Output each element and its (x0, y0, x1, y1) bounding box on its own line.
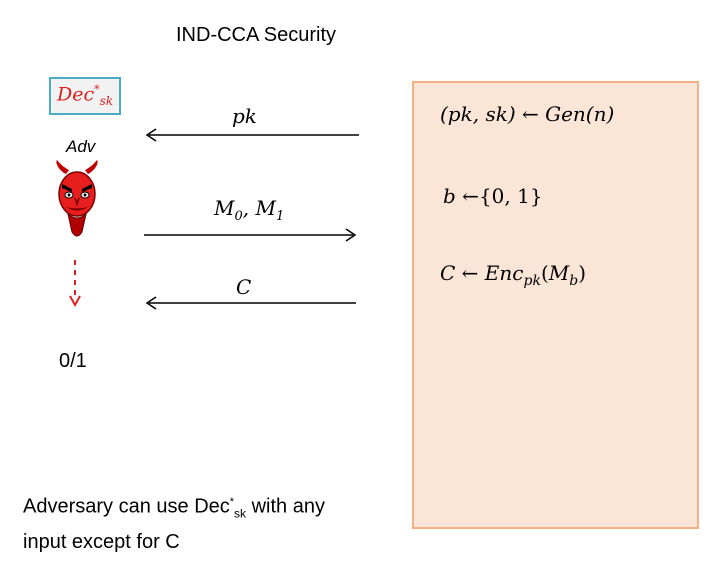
note-suffix: with any (246, 495, 325, 518)
enc-key: pk (523, 273, 541, 289)
enc-message: M (548, 261, 570, 285)
keygen-step: (pk, sk) ← Gen(n) (440, 102, 614, 126)
message-separator: , (242, 196, 256, 220)
m0-subscript: 0 (234, 209, 243, 224)
messages-label: M0, M1 (214, 196, 284, 224)
note-prefix: Adversary can use Dec (23, 495, 230, 518)
enc-function: Enc (484, 261, 524, 285)
oracle-subscript: sk (99, 94, 114, 109)
adversary-label: Adv (66, 137, 96, 156)
enc-ciphertext: C (440, 261, 456, 285)
note-line-2: input except for C (23, 530, 180, 553)
oracle-name: Dec (56, 83, 95, 106)
bit-set: {0, 1} (478, 184, 543, 208)
pk-label: pk (232, 104, 257, 128)
bit-step: b ←{0, 1} (443, 184, 543, 208)
note-line-1: Adversary can use Dec*sk with any (23, 488, 325, 528)
m0-letter: M (214, 196, 235, 220)
page-title: IND-CCA Security (176, 24, 337, 46)
pk-arrow (145, 128, 359, 142)
oracle-label: Dec*sk (57, 83, 113, 108)
challenger-box (412, 81, 699, 529)
note-superscript: * (229, 496, 235, 508)
keygen-assign-arrow: ← (521, 102, 539, 126)
messages-arrow (144, 228, 357, 242)
ciphertext-label: C (236, 275, 252, 299)
ciphertext-arrow (145, 296, 356, 310)
devil-icon (56, 160, 98, 237)
bit-variable: b (443, 184, 456, 208)
decryption-oracle-box: Dec*sk (49, 77, 121, 115)
keygen-keys: (pk, sk) (440, 102, 516, 126)
note-subscript: sk (234, 506, 247, 521)
m1-subscript: 1 (275, 209, 285, 224)
keygen-function: Gen(n) (545, 102, 615, 126)
oracle-superscript: * (94, 83, 100, 97)
enc-assign-arrow: ← (461, 261, 479, 285)
encryption-step: C ← Encpk(Mb) (440, 261, 587, 289)
bit-assign-arrow: ← (462, 184, 479, 208)
m1-letter: M (255, 196, 276, 220)
note-text: Adversary can use Dec*sk with any input … (23, 488, 325, 556)
enc-message-subscript: b (569, 273, 579, 289)
guess-arrow (69, 260, 81, 308)
guess-output: 0/1 (59, 350, 87, 372)
